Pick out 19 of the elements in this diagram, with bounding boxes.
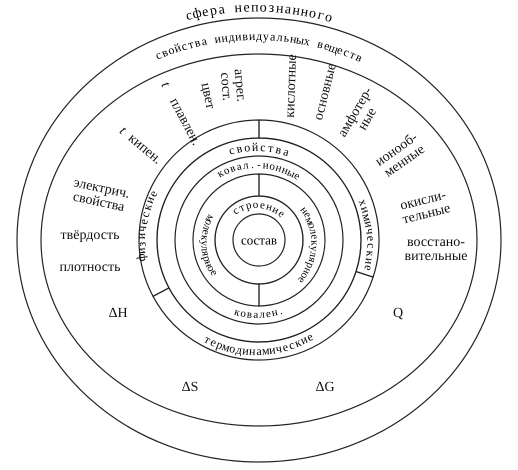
ring-text: строение [230, 198, 287, 220]
property-label: ΔS [182, 381, 198, 395]
ring-text: ковален. [232, 305, 284, 322]
property-label: восстано- вительные [404, 236, 468, 264]
property-label: плотность [60, 261, 120, 275]
property-label: агрег. сост. [216, 67, 248, 104]
ring-text: ковал.-ионные [215, 159, 302, 183]
center-label: состав [240, 232, 278, 248]
property-label: электрич. свойства [70, 174, 132, 218]
property-label: окисли- тельные [398, 187, 454, 229]
property-label: цвет [197, 82, 217, 110]
property-label: Q [392, 307, 404, 321]
property-label: основные [312, 62, 340, 122]
ring-text: свойства [227, 140, 291, 160]
property-label: твёрдость [60, 229, 120, 243]
ring-text: сфера непознанного [184, 0, 334, 26]
property-label: ΔG [315, 381, 335, 395]
property-label: ΔH [108, 307, 128, 321]
property-label: кислотные [284, 54, 300, 118]
